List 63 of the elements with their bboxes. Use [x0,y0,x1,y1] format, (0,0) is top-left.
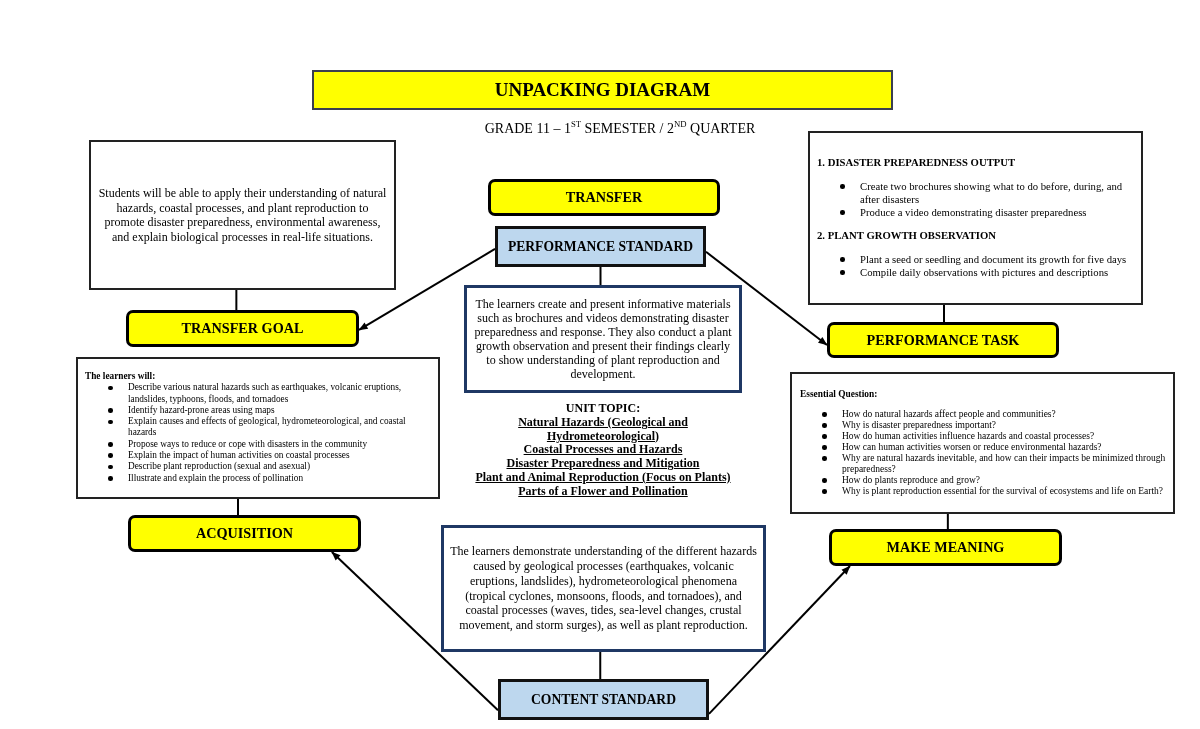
arrow [330,551,499,712]
stage-label: TRANSFER [565,189,643,206]
list-item-text: Explain causes and effects of geological, hydrometeorological, and coastal hazards [128,416,407,439]
arrow [705,250,828,347]
arrow [358,247,496,331]
list-item-text: Why is disaster preparedness important? [842,420,997,431]
standard-label: PERFORMANCE STANDARD [507,238,694,255]
connector-line [237,498,239,516]
stage-label: MAKE MEANING [886,539,1005,556]
connector-line [599,266,602,286]
list-item-text: Compile daily observations with pictures and descriptions [860,266,1109,279]
list-item-text: How do human activities influence hazards and coastal processes? [842,431,1095,442]
list-heading: 1. DISASTER PREPAREDNESS OUTPUT [817,156,1016,169]
list-heading: Essential Question: [800,389,878,400]
list-item-text: How can human activities worsen or reduce environmental hazards? [842,442,1102,453]
list-item-text: Why are natural hazards inevitable, and how can their impacts be minimized through preparedness? [842,453,1167,475]
topic-text: Disaster Preparedness and Mitigation [506,457,700,471]
arrow [708,565,851,715]
description-text: Students will be able to apply their understanding of natural hazards, coastal processes, and plant reproduction to promote disaster preparedness, environmental awareness, and explain biological processes in real-life situations. [98,186,387,244]
description-text: The learners demonstrate understanding of the different hazards caused by geological processes (earthquakes, volcanic eruptions, landslides), hydrometeorological phenomena (tropical cyclones, monsoons, floods, and tornadoes), and coastal processes (waves, tides, sea-level changes, crustal movement, and storm surges), as well as plant reproduction. [449,544,758,633]
list-item-text: Explain the impact of human activities on coastal processes [128,450,350,462]
list-heading: The learners will: [85,371,156,383]
connector-line [599,651,602,680]
list-item-text: Illustrate and explain the process of pollination [128,472,304,484]
stage-box [829,529,1062,566]
description-panel [89,140,396,290]
topic-text: Parts of a Flower and Pollination [518,484,688,499]
list-panel [808,131,1143,305]
topic-heading: UNIT TOPIC: [565,402,641,416]
standard-label: CONTENT STANDARD [531,691,676,708]
list-item-text: Identify hazard-prone areas using maps [128,404,275,416]
stage-box [128,515,361,552]
topic-text: Natural Hazards (Geological and Hydrometeorological) [517,415,689,444]
list-panel [76,357,440,499]
list-heading: 2. PLANT GROWTH OBSERVATION [817,229,996,242]
connector-line [943,304,945,323]
list-item-text: Describe various natural hazards such as earthquakes, volcanic eruptions, landslides, typhoons, floods, and tornadoes [128,382,403,405]
connector-line [235,289,238,311]
list-item-text: How do plants reproduce and grow? [842,475,980,486]
standard-box [495,226,706,267]
stage-box [488,179,720,216]
description-panel [464,285,742,393]
list-item-text: Describe plant reproduction (sexual and asexual) [128,461,310,473]
list-item-text: Propose ways to reduce or cope with disasters in the community [128,438,368,450]
list-panel [790,372,1175,514]
list-item-text: Produce a video demonstrating disaster preparedness [860,206,1087,219]
diagram-title: UNPACKING DIAGRAM [494,79,711,101]
description-panel [441,525,766,652]
subtitle-text: GRADE 11 – 1$^{ST}$ SEMESTER / 2$^{ND}$ QUARTER [484,120,756,138]
list-item-text: Create two brochures showing what to do before, during, and after disasters [860,180,1124,206]
connector-line [946,513,949,530]
topic-text: Plant and Animal Reproduction (Focus on Plants) [475,471,731,485]
stage-box [827,322,1059,358]
list-item-text: How do natural hazards affect people and communities? [842,409,1056,420]
stage-label: PERFORMANCE TASK [866,331,1020,349]
stage-label: ACQUISITION [196,525,293,542]
list-item-text: Plant a seed or seedling and document its growth for five days [860,253,1127,266]
standard-box [498,679,709,720]
stage-label: TRANSFER GOAL [181,320,304,337]
list-item-text: Why is plant reproduction essential for the survival of ecosystems and life on Earth? [842,486,1164,497]
stage-box [126,310,359,347]
topic-text: Coastal Processes and Hazards [523,443,683,458]
description-text: The learners create and present informative materials such as brochures and videos demonstrating disaster preparedness and response. They also conduct a plant growth observation and present their findings clearly to show understanding of plant reproduction and development. [474,297,732,381]
